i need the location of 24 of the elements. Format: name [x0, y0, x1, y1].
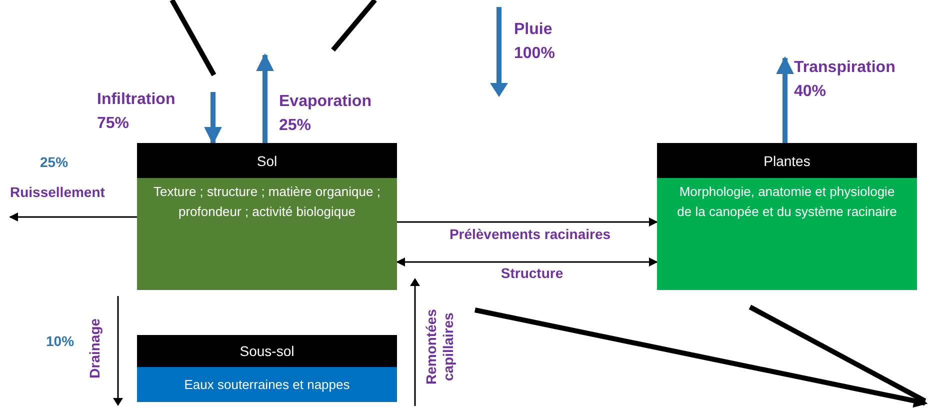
box-title: Sol	[137, 143, 397, 178]
flow-label: 10%	[46, 332, 76, 351]
box-text: Morphologie, anatomie et physiologie de la canopée et du système racinaire	[676, 183, 898, 221]
process-box	[137, 335, 397, 402]
arrow	[9, 212, 137, 222]
process-box	[137, 143, 397, 290]
box-text: Eaux souterraines et nappes	[184, 376, 350, 394]
edge-label: Evaporation 25%	[278, 92, 372, 136]
flow-label: 25%	[40, 153, 70, 172]
box-text: Texture ; structure ; matière organique ; profondeur ; activité biologique	[152, 183, 382, 221]
edge-label: Ruissellement	[9, 184, 106, 200]
box-title: Sous-sol	[137, 335, 397, 367]
edge-label: Infiltration 75%	[96, 90, 176, 134]
box-title: Plantes	[657, 143, 917, 178]
process-box	[657, 143, 917, 290]
edge-label: Transpiration 40%	[793, 58, 896, 102]
vertical-label: Drainage	[86, 317, 104, 380]
arrow	[776, 56, 794, 143]
arrow	[396, 258, 658, 266]
arrow	[204, 92, 222, 145]
arrow	[256, 53, 274, 143]
arrow	[397, 218, 658, 226]
flow-label: Pluie 100%	[514, 20, 556, 64]
vertical-label: Remontées capillaires	[423, 308, 457, 387]
